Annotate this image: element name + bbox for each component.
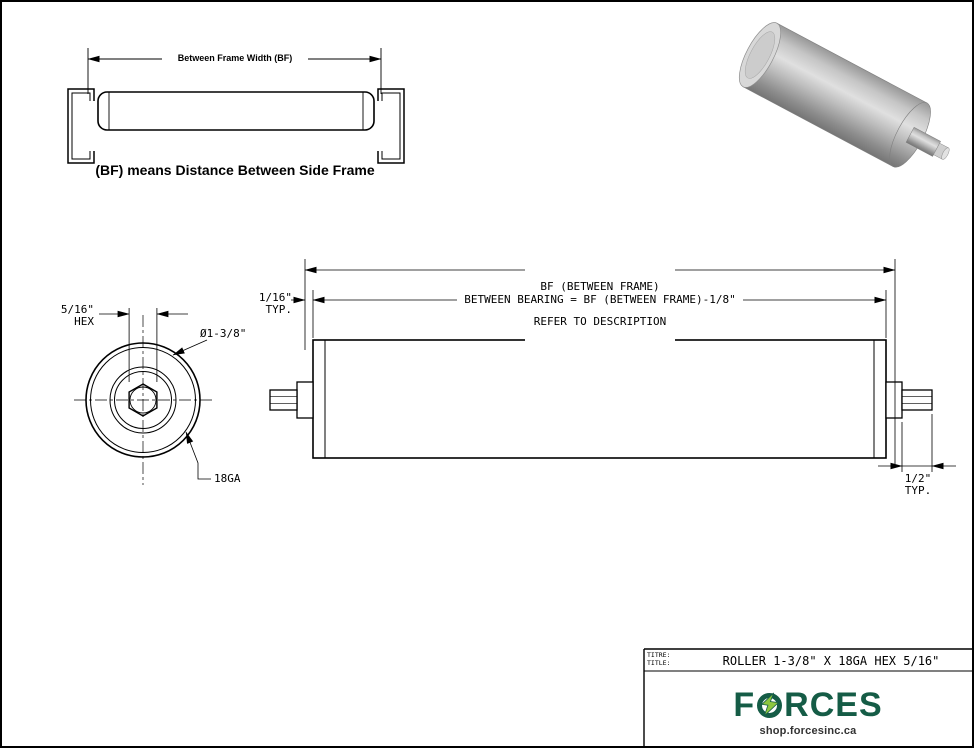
right-shaft [901, 389, 933, 411]
bf-dim-label-line2: REFER TO DESCRIPTION [533, 314, 667, 328]
roller-illustration [97, 91, 375, 131]
right-ext-typ-label: TYP. [904, 484, 932, 497]
left-gap-size-label: 1/16" [258, 291, 292, 304]
diameter-label: Ø1-3/8" [200, 327, 247, 340]
brand-wordmark: F RCES [733, 688, 882, 722]
lightning-bolt-icon [760, 692, 779, 717]
logo-o [757, 692, 783, 718]
hex-word-label: HEX [74, 315, 94, 328]
gauge-label: 18GA [214, 472, 241, 485]
roller-tube [312, 339, 887, 459]
bf-width-dim-label: Between Frame Width (BF) [162, 53, 308, 63]
title-label-en: TITLE: [647, 659, 671, 667]
drawing-title: ROLLER 1-3/8" X 18GA HEX 5/16" [722, 654, 940, 668]
brand-letters-rest: RCES [784, 686, 883, 724]
hex-size-label: 5/16" [60, 303, 94, 316]
side-frame-right [377, 88, 405, 164]
brand-logo: F RCES shop.forcesinc.ca [644, 688, 972, 737]
frame-diagram [67, 48, 405, 164]
title-block-borders [643, 648, 972, 746]
left-shaft [269, 389, 298, 411]
end-view [74, 308, 214, 485]
side-view [269, 259, 956, 472]
gauge-leader [185, 431, 211, 480]
tube-inner-circle [90, 347, 196, 453]
right-ext-size-label: 1/2" [904, 472, 932, 485]
brand-letter-f: F [733, 686, 756, 724]
brand-website: shop.forcesinc.ca [759, 725, 857, 737]
right-bearing-hub [885, 381, 903, 419]
frame-caption: (BF) means Distance Between Side Frame [95, 162, 375, 178]
bf-dim-label-line1: BF (BETWEEN FRAME) [540, 280, 660, 293]
side-frame-left [67, 88, 95, 164]
diameter-leader [172, 339, 208, 356]
title-label-fr: TITRE: [647, 651, 671, 659]
roller-3d-render [738, 22, 950, 168]
hex-bore [128, 383, 158, 417]
between-bearing-dim-label: BETWEEN BEARING = BF (BETWEEN FRAME)-1/8… [457, 294, 743, 306]
left-gap-typ-label: TYP. [265, 303, 293, 316]
left-bearing-hub [296, 381, 314, 419]
tube-outer-circle [85, 342, 201, 458]
